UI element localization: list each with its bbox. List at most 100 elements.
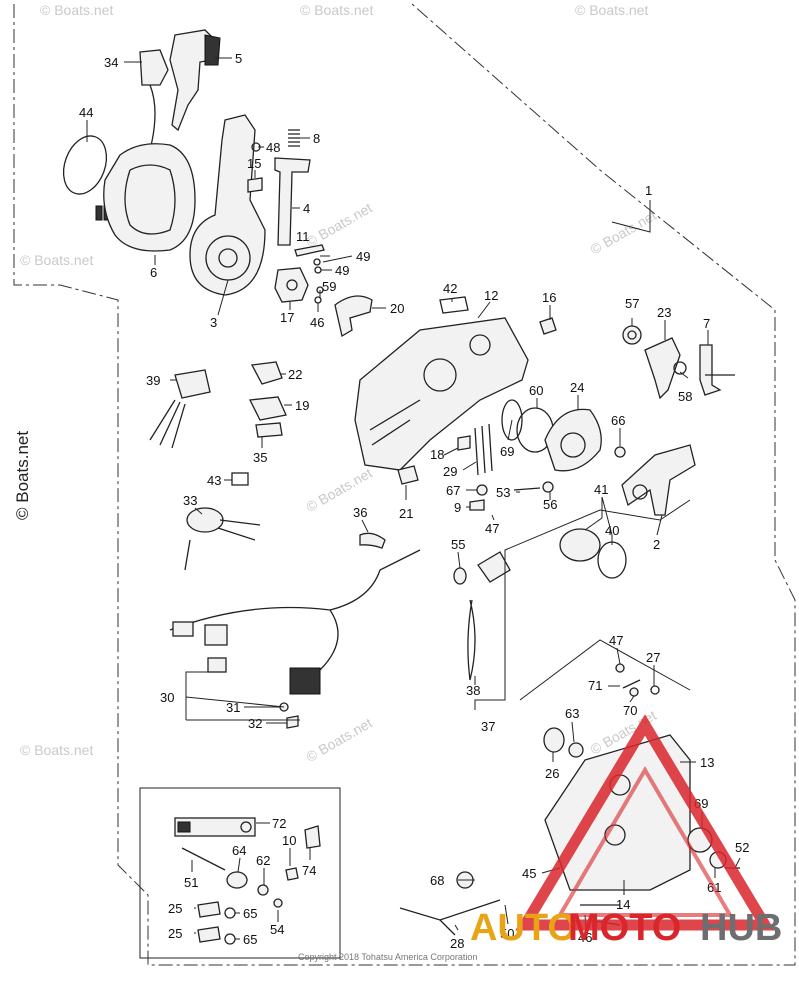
clip — [359, 532, 386, 549]
callout-34: 34 — [104, 55, 118, 70]
callout-24: 24 — [570, 380, 584, 395]
nut — [453, 567, 467, 585]
bolt — [539, 317, 557, 335]
connector — [174, 369, 211, 399]
callout-3: 3 — [210, 315, 217, 330]
callout-66: 66 — [611, 413, 625, 428]
callout-48: 48 — [266, 140, 280, 155]
callout-64: 64 — [232, 843, 246, 858]
cover — [597, 541, 627, 579]
callout-55: 55 — [451, 537, 465, 552]
cam-plate — [334, 295, 373, 338]
lanyard-cord — [467, 599, 476, 681]
trim-switch — [139, 49, 169, 86]
callout-41: 41 — [594, 482, 608, 497]
callout-6: 6 — [150, 265, 157, 280]
friction-block — [274, 267, 309, 303]
callout-10: 10 — [282, 833, 296, 848]
watermark-layer: © Boats.net © Boats.net © Boats.net © Bo… — [13, 2, 659, 765]
brand-logo: AUTO MOTO HUB — [470, 714, 782, 949]
callout-42: 42 — [443, 281, 457, 296]
copyright-text: Copyright 2018 Tohatsu America Corporati… — [298, 952, 477, 962]
callout-39: 39 — [146, 373, 160, 388]
rods — [474, 423, 493, 476]
gear-plate — [544, 408, 602, 472]
cap — [250, 361, 283, 385]
callout-49b: 49 — [335, 263, 349, 278]
shift-lever — [699, 344, 722, 396]
callout-25a: 25 — [168, 901, 182, 916]
logo-text-moto: MOTO — [568, 907, 681, 949]
callout-72: 72 — [272, 816, 286, 831]
callout-35: 35 — [253, 450, 267, 465]
callout-68: 68 — [430, 873, 444, 888]
callout-62: 62 — [256, 853, 270, 868]
lever-bracket — [274, 157, 311, 246]
callout-9: 9 — [454, 500, 461, 515]
callout-60: 60 — [529, 383, 543, 398]
callout-31: 31 — [226, 700, 240, 715]
callout-51: 51 — [184, 875, 198, 890]
callout-1: 1 — [645, 183, 652, 198]
o-ring — [501, 399, 523, 441]
bushing — [397, 465, 419, 485]
nut — [614, 446, 626, 458]
callout-33: 33 — [183, 493, 197, 508]
label-plate — [231, 472, 249, 486]
callout-27: 27 — [646, 650, 660, 665]
callout-32: 32 — [248, 716, 262, 731]
callout-56: 56 — [543, 497, 557, 512]
callout-70: 70 — [623, 703, 637, 718]
callout-21: 21 — [399, 506, 413, 521]
callout-37: 37 — [481, 719, 495, 734]
callout-50: 50 — [500, 926, 514, 941]
callout-67: 67 — [446, 483, 460, 498]
callout-30: 30 — [160, 690, 174, 705]
clip — [247, 177, 263, 193]
logo-text-hub: HUB — [700, 907, 782, 949]
clip — [457, 435, 471, 451]
callout-44: 44 — [79, 105, 93, 120]
callout-47a: 47 — [485, 521, 499, 536]
leader-lines — [86, 57, 741, 940]
watermark-text: © Boats.net — [20, 742, 93, 758]
callout-12: 12 — [484, 288, 498, 303]
callout-14: 14 — [616, 897, 630, 912]
decal — [439, 296, 469, 314]
callout-38: 38 — [466, 683, 480, 698]
callout-8: 8 — [313, 131, 320, 146]
key-switch — [186, 507, 224, 533]
callout-28: 28 — [450, 936, 464, 951]
callout-52: 52 — [735, 840, 749, 855]
control-arm — [189, 114, 266, 296]
pin — [294, 244, 325, 257]
main-case — [354, 317, 529, 471]
callout-46b: 46 — [578, 930, 592, 945]
label-plate — [174, 817, 256, 837]
callout-53: 53 — [496, 485, 510, 500]
callout-71: 71 — [588, 678, 602, 693]
callout-4: 4 — [303, 201, 310, 216]
detent-plate — [644, 337, 681, 400]
callout-15: 15 — [247, 156, 261, 171]
callout-7: 7 — [703, 316, 710, 331]
watermark-text: © Boats.net — [303, 200, 375, 251]
watermark-text-vertical: © Boats.net — [13, 431, 32, 520]
neutral-lever — [399, 899, 501, 936]
kit-box — [139, 787, 341, 959]
callout-13: 13 — [700, 755, 714, 770]
watermark-text: © Boats.net — [20, 252, 93, 268]
lower-housing — [544, 734, 691, 891]
bearing — [543, 727, 565, 753]
callout-11: 11 — [296, 229, 310, 244]
logo-text-auto: AUTO — [470, 907, 577, 949]
watermark-text: © Boats.net — [575, 2, 648, 18]
callout-40: 40 — [605, 523, 619, 538]
spring — [288, 129, 300, 147]
callout-63: 63 — [565, 706, 579, 721]
watermark-text: © Boats.net — [588, 207, 660, 258]
callout-45: 45 — [522, 866, 536, 881]
washer — [622, 325, 642, 345]
callout-43: 43 — [207, 473, 221, 488]
